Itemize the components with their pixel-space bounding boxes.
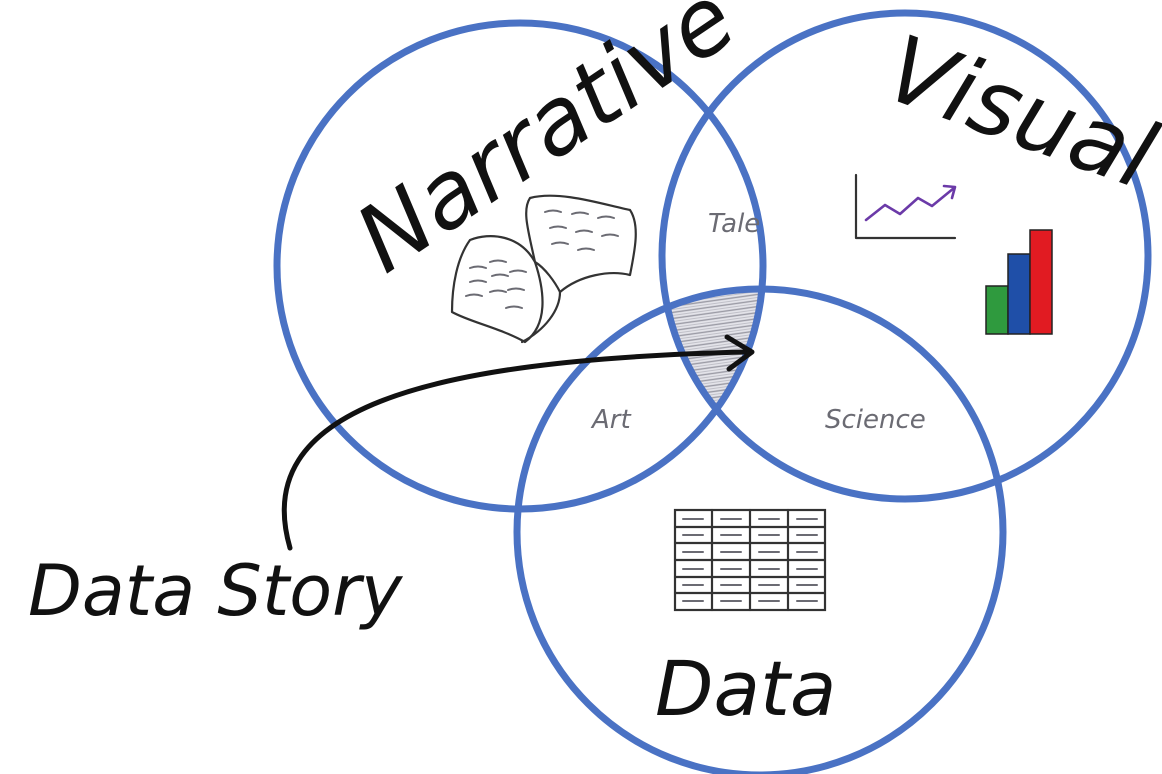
data-circle xyxy=(513,285,1007,774)
data-label: Data xyxy=(655,644,836,733)
data-story-label: Data Story xyxy=(28,550,404,632)
art-label: Art xyxy=(590,405,631,435)
science-label: Science xyxy=(825,405,926,435)
open-book-icon xyxy=(450,194,637,344)
table-grid-icon xyxy=(673,508,827,612)
line-chart-icon xyxy=(854,173,957,240)
tale-label: Tale xyxy=(708,209,760,239)
bar-chart-icon xyxy=(985,229,1053,335)
callout-arrowhead-icon xyxy=(724,334,755,372)
callout-arrow xyxy=(281,349,748,551)
visual-circle xyxy=(658,9,1152,503)
